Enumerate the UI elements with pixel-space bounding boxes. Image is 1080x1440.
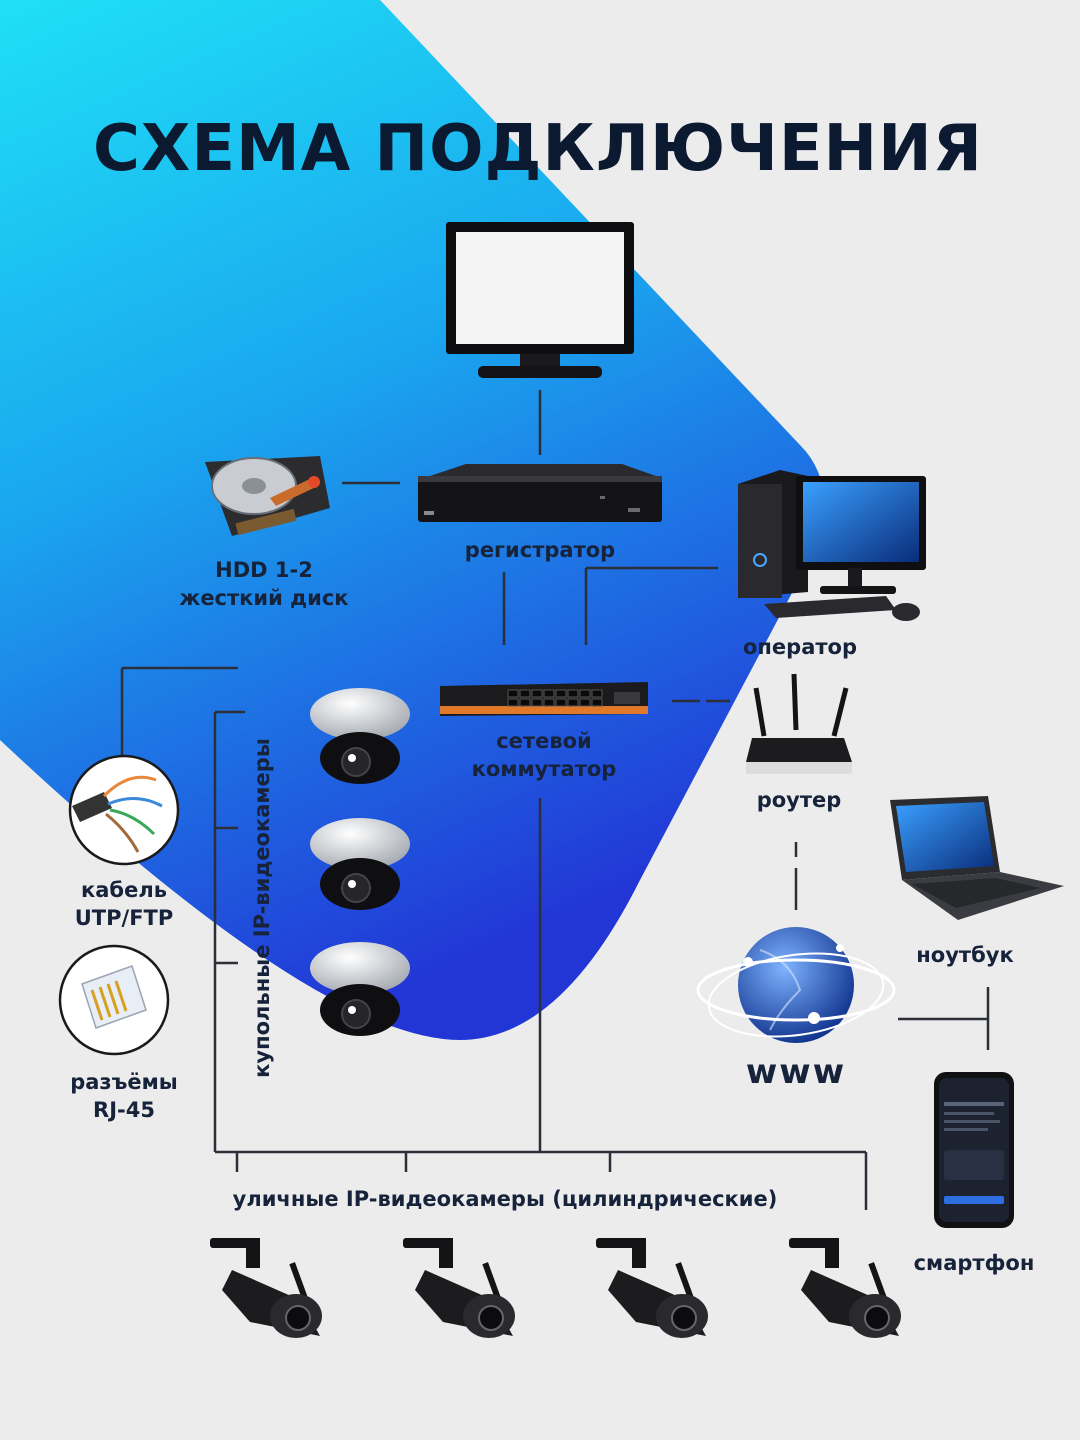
cable-label-line2: UTP/FTP <box>74 906 174 930</box>
recorder-icon <box>418 464 662 522</box>
cable-icon <box>68 754 180 866</box>
cable-label-line1: кабель <box>81 878 167 902</box>
cable-label: кабель UTP/FTP <box>44 876 204 932</box>
dome-camera-icon <box>310 688 410 784</box>
hdd-label: HDD 1-2 жесткий диск <box>174 556 354 612</box>
monitor-icon <box>446 222 634 378</box>
recorder-label: регистратор <box>464 538 616 562</box>
operator-label: оператор <box>742 635 857 659</box>
connector-label: разъёмы RJ-45 <box>44 1068 204 1124</box>
page-title: СХЕМА ПОДКЛЮЧЕНИЯ <box>93 112 983 186</box>
pc-icon <box>738 470 926 621</box>
dome-cameras-label: купольные IP-видеокамеры <box>250 738 274 1078</box>
hdd-label-line1: HDD 1-2 <box>215 558 313 582</box>
router-label: роутер <box>756 788 842 812</box>
smartphone-icon <box>934 1072 1014 1228</box>
switch-label-line1: сетевой <box>496 729 592 753</box>
dome-camera-icon <box>310 942 410 1036</box>
hdd-icon <box>205 456 330 536</box>
bullet-camera-icon <box>210 1238 322 1338</box>
switch-label-line2: коммутатор <box>471 757 617 781</box>
hdd-label-line2: жесткий диск <box>179 586 349 610</box>
bullet-camera-icon <box>789 1238 901 1338</box>
dome-camera-icon <box>310 818 410 910</box>
router-icon <box>746 673 852 774</box>
laptop-label: ноутбук <box>916 943 1014 967</box>
bullet-camera-icon <box>403 1238 515 1338</box>
connection-lines <box>120 390 990 1210</box>
laptop-icon <box>890 796 1064 920</box>
www-label: www <box>745 1052 847 1092</box>
street-cameras-label: уличные IP-видеокамеры (цилиндрические) <box>232 1187 778 1211</box>
switch-label: сетевой коммутатор <box>444 727 644 783</box>
connector-label-line1: разъёмы <box>70 1070 178 1094</box>
bullet-camera-icon <box>596 1238 708 1338</box>
globe-icon <box>696 927 896 1043</box>
connector-label-line2: RJ-45 <box>93 1098 155 1122</box>
rj45-icon <box>58 944 170 1056</box>
smartphone-label: смартфон <box>913 1251 1035 1275</box>
switch-icon <box>440 682 648 716</box>
